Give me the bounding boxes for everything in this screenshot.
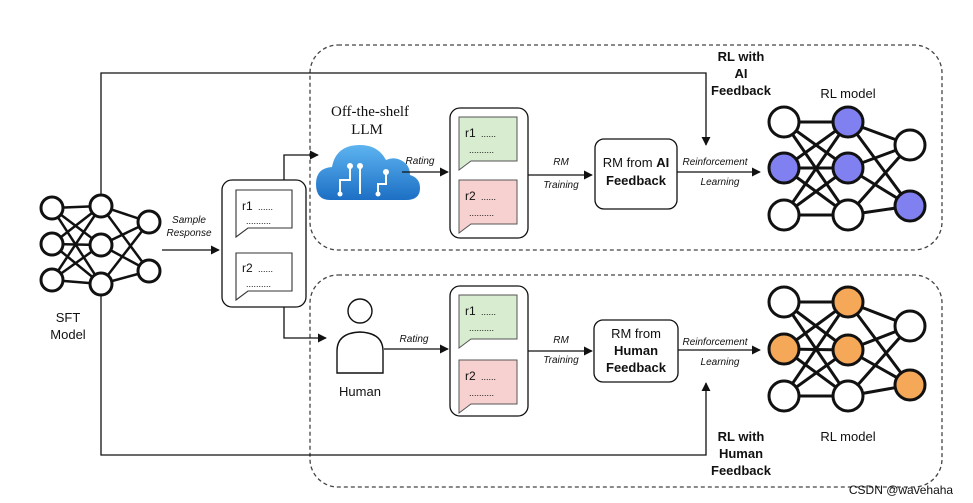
rlaif-group-box <box>309 44 943 251</box>
human-r1-dots: ...... <box>481 307 496 317</box>
rm-ai-line1-text: RM from <box>603 155 653 170</box>
rlhf-line1: RL with <box>718 429 765 444</box>
ai-r2-dots-2: .......... <box>469 208 494 218</box>
rlaif-line3: Feedback <box>711 83 772 98</box>
response-r2-dots-2: .......... <box>246 279 271 289</box>
ai-r1-dots: ...... <box>481 129 496 139</box>
response-bubble-r2 <box>235 252 293 302</box>
human-rating-label: Rating <box>400 334 429 345</box>
ai-rl-model-network-icon <box>765 104 930 234</box>
sft-network-icon <box>39 193 162 297</box>
rlhf-line3: Feedback <box>711 463 772 478</box>
ai-r2-label: r2 <box>465 189 476 203</box>
response-bubble-r1 <box>235 189 293 239</box>
human-icon <box>336 298 384 374</box>
cloud-llm-icon <box>316 145 420 200</box>
ai-r1-dots-2: .......... <box>469 145 494 155</box>
ai-rl-line2: Learning <box>701 177 740 188</box>
human-r2-dots: ...... <box>481 372 496 382</box>
ai-rl-model-label: RL model <box>820 86 875 101</box>
sft-label-line1: SFT <box>56 310 81 325</box>
human-r1-dots-2: .......... <box>469 323 494 333</box>
sft-to-rlhf-line <box>100 295 711 456</box>
human-label: Human <box>339 384 381 399</box>
watermark-text: CSDN @wavehaha <box>849 483 954 497</box>
rlhf-group-box <box>309 274 943 488</box>
ai-preferred-bubble <box>458 116 518 171</box>
human-rl-line2: Learning <box>701 357 740 368</box>
human-rl-model-network-icon <box>767 285 927 413</box>
human-rm-training-line2: Training <box>543 355 579 366</box>
response-r1-label: r1 <box>242 199 253 213</box>
rm-human-line3: Feedback <box>606 360 667 375</box>
rm-ai-feedback-box <box>594 138 678 210</box>
llm-label-line1: Off-the-shelf <box>331 104 409 120</box>
human-r2-dots-2: .......... <box>469 388 494 398</box>
response-r1-dots-2: .......... <box>246 216 271 226</box>
ai-rm-training-line1: RM <box>553 157 569 168</box>
sft-to-rlaif-line <box>100 72 711 195</box>
rlaif-line1: RL with <box>718 49 765 64</box>
rm-human-feedback-box <box>593 319 679 383</box>
sft-label-line2: Model <box>50 327 86 342</box>
rm-ai-line1-bold: AI <box>656 155 669 170</box>
llm-rating-label: Rating <box>406 156 435 167</box>
human-rm-training-line1: RM <box>553 335 569 346</box>
ai-rejected-bubble <box>458 179 518 234</box>
response-to-llm-arrow <box>283 150 319 180</box>
rm-ai-line2: Feedback <box>606 173 667 188</box>
ai-rl-line1: Reinforcement <box>682 157 748 168</box>
rm-human-line1: RM from <box>611 326 661 341</box>
rlhf-line2: Human <box>719 446 763 461</box>
human-r2-label: r2 <box>465 369 476 383</box>
human-preferred-bubble <box>458 294 518 349</box>
human-rl-model-label: RL model <box>820 429 875 444</box>
human-rejected-bubble <box>458 359 518 414</box>
human-rl-line1: Reinforcement <box>682 337 748 348</box>
response-r2-dots: ...... <box>258 264 273 274</box>
human-r1-label: r1 <box>465 304 476 318</box>
llm-label-line2: LLM <box>351 122 383 138</box>
rlaif-line2: AI <box>735 66 748 81</box>
sample-response-label-line1: Sample <box>172 215 206 226</box>
ai-rm-training-line2: Training <box>543 180 579 191</box>
response-to-human-arrow <box>283 307 327 343</box>
rm-ai-line1: RM from AI <box>603 155 669 170</box>
sample-response-label-line2: Response <box>166 228 211 239</box>
response-r2-label: r2 <box>242 261 253 275</box>
ai-r2-dots: ...... <box>481 192 496 202</box>
ai-r1-label: r1 <box>465 126 476 140</box>
rm-human-line2: Human <box>614 343 658 358</box>
response-r1-dots: ...... <box>258 202 273 212</box>
